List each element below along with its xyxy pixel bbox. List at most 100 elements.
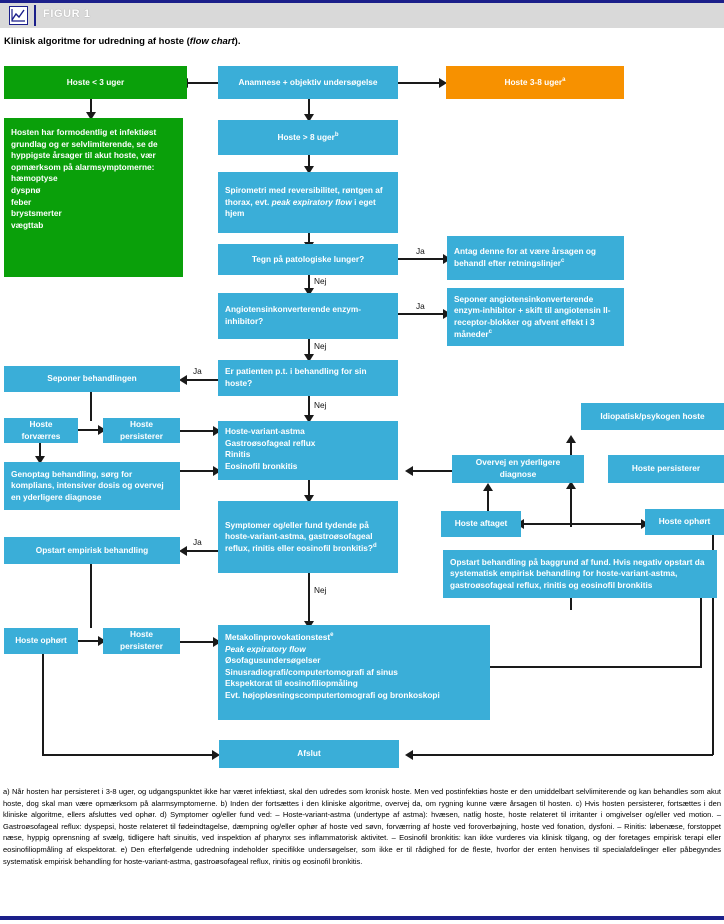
edge-hosteaftaget-up: [487, 489, 489, 511]
caption-tail: ).: [234, 36, 241, 47]
node-overvej-label: Overvej en yderligere diagnose: [475, 457, 561, 479]
figure-caption: Klinisk algoritme for udredning af hoste…: [4, 36, 564, 47]
node-aceinhibitor-label: Angiotensinkonverterende enzym-inhibitor…: [225, 304, 362, 326]
arrowhead-down-ibehandling: [304, 354, 314, 362]
arrowhead-right-hostepersisterer2: [98, 636, 106, 646]
arrowhead-right-diagnoser-a: [213, 426, 221, 436]
edge-anamnese-down: [308, 99, 310, 117]
node-symptomer[interactable]: Symptomer og/eller fund tydende på hoste…: [218, 501, 398, 573]
node-opstartempirisk[interactable]: Opstart empirisk behandling: [4, 537, 180, 564]
node-hostepersisterer2[interactable]: Hoste persisterer: [103, 628, 180, 654]
node-patologiske[interactable]: Tegn på patologiske lunger?: [218, 244, 398, 275]
edge-opstartempirisk-down: [90, 564, 92, 628]
node-infektiost-item-1: dyspnø: [11, 184, 41, 195]
node-genoptag[interactable]: Genoptag behandling, sørg for komplians,…: [4, 462, 180, 510]
node-afslut[interactable]: Afslut: [219, 740, 399, 768]
node-hostepersisterer3[interactable]: Hoste persisterer: [608, 455, 724, 483]
node-seponerbehandling[interactable]: Seponer behandlingen: [4, 366, 180, 392]
node-spirometri-italic: peak expiratory flow: [271, 196, 352, 207]
node-hosteophort1[interactable]: Hoste ophørt: [4, 628, 78, 654]
node-spirometri-tail: i eget hjem: [225, 196, 376, 219]
arrowhead-left-diagnoser-c: [405, 466, 413, 476]
node-seponerbehandling-label: Seponer behandlingen: [47, 373, 137, 384]
edge-anamnese-to-hoste3uger: [187, 82, 222, 84]
node-hostepersisterer2-label: Hoste persisterer: [120, 629, 163, 651]
node-diagnoser-item-0: Hoste-variant-astma: [225, 426, 305, 436]
node-patologiske-label: Tegn på patologiske lunger?: [251, 253, 365, 264]
node-metakolin-item-4: Ekspektorat til eosinofiliopmåling: [225, 678, 358, 689]
node-hoste38uger[interactable]: Hoste 3-8 ugera: [446, 66, 624, 99]
node-metakolin[interactable]: Metakolinprovokationsteste Peak expirato…: [218, 625, 490, 720]
edge-diagnoser-down: [308, 480, 310, 498]
node-infektiost-item-0: hæmoptyse: [11, 173, 58, 184]
edge-ace-ja: [397, 313, 445, 315]
arrowhead-left-afslut-right: [405, 750, 413, 760]
edge-hosteophort2-down: [712, 535, 714, 755]
node-opstartbehandling[interactable]: Opstart behandling på baggrund af fund. …: [443, 550, 717, 598]
bottom-rule: [0, 916, 724, 920]
edge-label-patologiske-ja: Ja: [416, 246, 425, 256]
node-spirometri[interactable]: Spirometri med reversibilitet, røntgen a…: [218, 172, 398, 233]
edge-hoste3uger-down: [90, 99, 92, 115]
node-ibehandling[interactable]: Er patienten p.t. i behandling for sin h…: [218, 360, 398, 396]
edge-metakolin-right: [490, 666, 702, 668]
edge-ibehandling-nej: [308, 396, 310, 418]
arrowhead-down-hoste8uger: [304, 114, 314, 122]
arrowhead-down-diagnoser: [304, 415, 314, 423]
node-infektiost[interactable]: Hosten har formodentlig et infektiøst gr…: [4, 118, 183, 277]
node-antag[interactable]: Antag denne for at være årsagen og behan…: [447, 236, 624, 280]
node-infektiost-label: Hosten har formodentlig et infektiøst gr…: [11, 127, 158, 172]
edge-label-symptomer-ja: Ja: [193, 537, 202, 547]
edge-ibehandling-ja: [186, 379, 222, 381]
node-metakolin-item-5: Evt. højopløsningscomputertomografi og b…: [225, 689, 440, 700]
top-rule: [0, 0, 724, 3]
node-diagnoser-item-1: Gastroøsofageal reflux: [225, 437, 316, 448]
edge-label-ace-ja: Ja: [416, 301, 425, 311]
node-hoste8uger-sup: b: [334, 131, 339, 138]
node-anamnese-label: Anamnese + objektiv undersøgelse: [238, 76, 378, 87]
arrowhead-right-hoste38uger: [439, 78, 447, 88]
node-hosteaftaget[interactable]: Hoste aftaget: [441, 511, 521, 537]
node-hosteophort2-label: Hoste ophørt: [658, 516, 711, 527]
node-hoste3uger[interactable]: Hoste < 3 uger: [4, 66, 187, 99]
edge-hosteophort1-to-afslut: [42, 754, 214, 756]
node-diagnoser[interactable]: Hoste-variant-astma Gastroøsofageal refl…: [218, 421, 398, 480]
node-infektiost-item-4: vægttab: [11, 219, 44, 230]
arrowhead-right-afslut-left: [212, 750, 220, 760]
figure-header-bar: [0, 3, 724, 28]
arrowhead-down-spirometri: [304, 166, 314, 174]
arrowhead-down-genoptag: [35, 456, 45, 464]
node-seponerace-sup: c: [488, 328, 492, 335]
node-infektiost-item-3: brystsmerter: [11, 208, 62, 219]
arrowhead-right-diagnoser-b: [213, 466, 221, 476]
node-hosteforvaerres[interactable]: Hoste forværres: [4, 418, 78, 443]
node-anamnese[interactable]: Anamnese + objektiv undersøgelse: [218, 66, 398, 99]
edge-bar-to-hostepersisterer3: [570, 487, 572, 527]
node-hosteophort1-label: Hoste ophørt: [15, 635, 67, 646]
node-antag-label: Antag denne for at være årsagen og behan…: [454, 246, 596, 268]
node-hosteophort2[interactable]: Hoste ophørt: [645, 509, 724, 535]
node-metakolin-sup: e: [330, 632, 334, 639]
node-metakolin-item-1: Peak expiratory flow: [225, 643, 306, 654]
node-hoste8uger[interactable]: Hoste > 8 ugerb: [218, 120, 398, 155]
node-overvej[interactable]: Overvej en yderligere diagnose: [452, 455, 584, 483]
edge-metakolin-up: [700, 592, 702, 667]
edge-anamnese-to-hoste38uger: [397, 82, 439, 84]
edge-ace-nej: [308, 339, 310, 357]
node-idiopatisk[interactable]: Idiopatisk/psykogen hoste: [581, 403, 724, 430]
edge-overvej-to-diagnoser: [412, 470, 452, 472]
figure-footnotes: a) Når hosten har persisteret i 3-8 uger…: [3, 787, 721, 866]
edge-label-patologiske-nej: Nej: [314, 276, 327, 286]
node-opstartbehandling-label: Opstart behandling på baggrund af fund. …: [450, 556, 705, 590]
arrowhead-down-symptomer: [304, 495, 314, 503]
arrowhead-up-hostepersisterer3: [566, 481, 576, 489]
node-aceinhibitor[interactable]: Angiotensinkonverterende enzym-inhibitor…: [218, 293, 398, 339]
edge-seponerbehandling-down: [90, 392, 92, 421]
node-hostepersisterer1[interactable]: Hoste persisterer: [103, 418, 180, 443]
arrowhead-up-idiopatisk: [566, 435, 576, 443]
edge-split2-left: [75, 640, 91, 642]
node-seponerace[interactable]: Seponer angiotensinkonverterende enzym-i…: [447, 288, 624, 346]
chart-line-icon: [9, 6, 28, 25]
node-ibehandling-label: Er patienten p.t. i behandling for sin h…: [225, 366, 367, 388]
